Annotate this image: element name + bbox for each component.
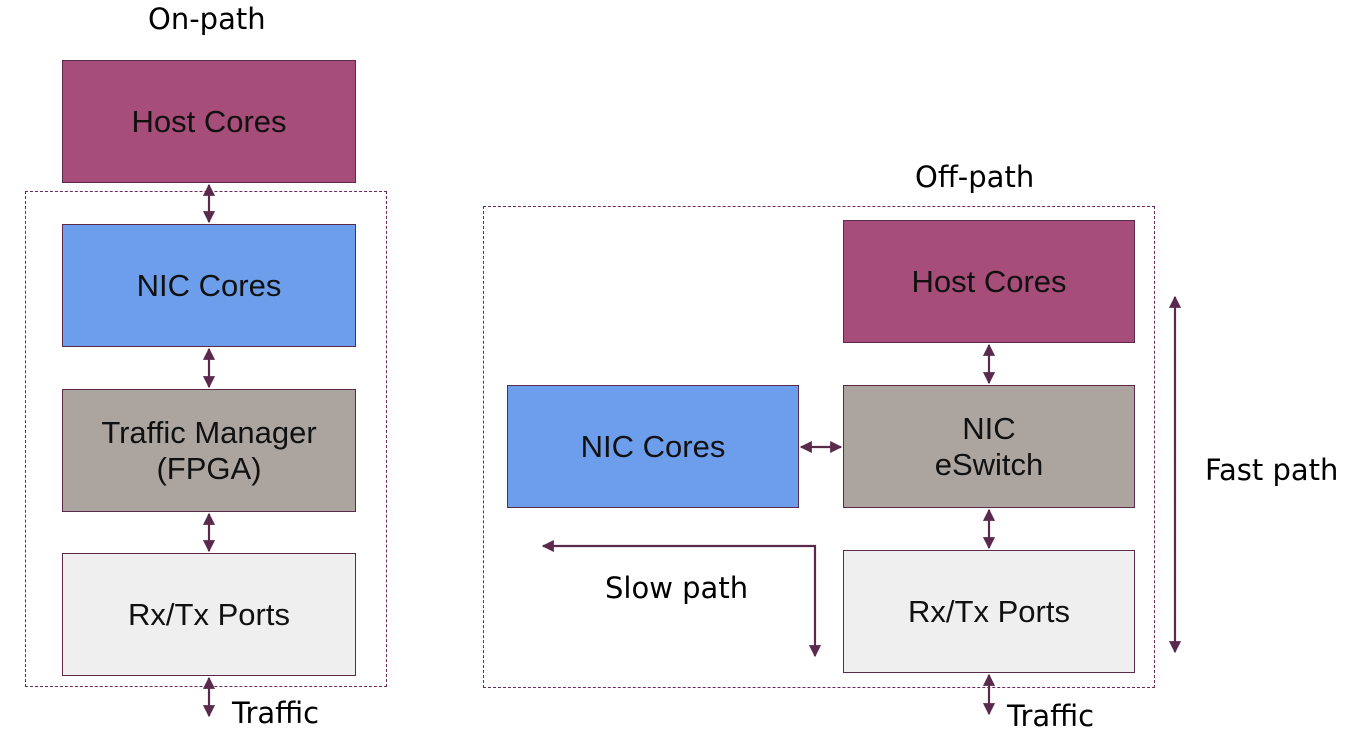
- off-path-nic-eswitch-label: NIC eSwitch: [934, 410, 1044, 482]
- off-path-nic-cores: NIC Cores: [507, 385, 799, 508]
- off-path-title: Off-path: [915, 160, 1035, 194]
- off-path-host-cores: Host Cores: [843, 220, 1135, 343]
- on-path-nic-cores: NIC Cores: [62, 224, 356, 347]
- on-path-traffic-manager-label: Traffic Manager (FPGA): [101, 414, 317, 486]
- off-path-nic-group: [483, 206, 1155, 688]
- on-path-traffic-manager: Traffic Manager (FPGA): [62, 389, 356, 512]
- on-path-title: On-path: [148, 2, 266, 36]
- off-path-host-cores-label: Host Cores: [911, 263, 1067, 299]
- on-path-rx-tx-ports-label: Rx/Tx Ports: [128, 596, 290, 632]
- off-path-rx-tx-ports-label: Rx/Tx Ports: [908, 593, 1070, 629]
- fast-path-label: Fast path: [1205, 453, 1339, 487]
- on-path-nic-cores-label: NIC Cores: [136, 267, 282, 303]
- on-path-traffic-label: Traffic: [232, 696, 320, 730]
- on-path-host-cores: Host Cores: [62, 60, 356, 183]
- off-path-nic-eswitch: NIC eSwitch: [843, 385, 1135, 508]
- off-path-rx-tx-ports: Rx/Tx Ports: [843, 550, 1135, 673]
- on-path-host-cores-label: Host Cores: [131, 103, 287, 139]
- off-path-nic-cores-label: NIC Cores: [580, 428, 726, 464]
- slow-path-arrow: [541, 539, 822, 658]
- on-path-rx-tx-ports: Rx/Tx Ports: [62, 553, 356, 676]
- off-path-traffic-label: Traffic: [1007, 699, 1095, 733]
